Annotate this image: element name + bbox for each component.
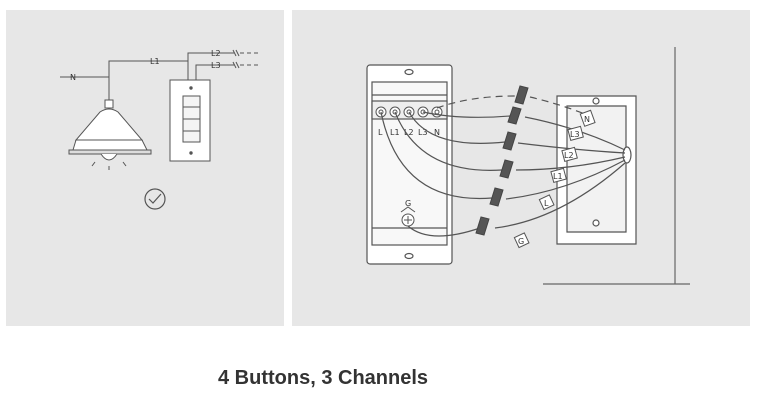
- smart-switch-device: [366, 64, 453, 265]
- wire-nut-6: [475, 216, 490, 236]
- box-wire-ground: [494, 162, 626, 229]
- switch-wire-l: [380, 111, 493, 200]
- wire-tag-n: [579, 109, 596, 127]
- line2-label: L2: [211, 49, 221, 58]
- terminal-label-l1: L1: [390, 128, 400, 137]
- wire-tags: [513, 109, 596, 249]
- wall-outline: [543, 47, 690, 285]
- wire-tag-label-l2: L2: [564, 151, 574, 160]
- wire-tag-label-l1: L1: [553, 172, 563, 181]
- box-wire-l: [505, 159, 626, 200]
- terminal-label-l: L: [378, 128, 383, 137]
- line1-label: L1: [150, 57, 160, 66]
- switch-wire-l1: [394, 111, 503, 171]
- box-wire-l1: [515, 156, 626, 171]
- wire-tag-l2: [561, 146, 578, 162]
- neutral-label: N: [70, 73, 76, 82]
- wire-tag-label-l: L: [544, 199, 549, 208]
- box-wires: [494, 96, 626, 229]
- wire-tag-label-n: N: [584, 115, 590, 124]
- wire-nuts: [475, 85, 529, 236]
- diagram-caption: 4 Buttons, 3 Channels: [217, 367, 429, 389]
- terminal-label-l3: L3: [418, 128, 428, 137]
- wire-tag-label-g: G: [518, 237, 524, 246]
- terminal-label-l2: L2: [404, 128, 414, 137]
- single-load-schematic: [60, 49, 258, 100]
- switch-wire-l3: [422, 111, 511, 118]
- line3-wire: [195, 64, 234, 80]
- switch-wires: [380, 95, 516, 237]
- wire-nut-2: [507, 106, 522, 125]
- check-mark-icon: [144, 188, 166, 210]
- box-neutral-dashed: [529, 96, 591, 117]
- ground-label: G: [405, 199, 411, 208]
- line2-wire: [187, 52, 234, 80]
- four-button-switch-icon: [169, 79, 211, 162]
- ground-screw: [400, 206, 416, 227]
- terminal-label-n: N: [434, 128, 440, 137]
- wire-tag-l1: [550, 167, 567, 183]
- line1-wire: [108, 60, 189, 80]
- ceiling-lamp-icon: [68, 99, 152, 170]
- wall-electrical-box: [556, 95, 637, 245]
- wire-nut-4: [499, 159, 514, 179]
- wire-tag-g: [513, 232, 530, 249]
- single-load-wiring-panel: [6, 10, 284, 326]
- wire-nut-3: [502, 131, 517, 151]
- neutral-wire-dashed: [436, 95, 516, 109]
- line3-label: L3: [211, 61, 221, 70]
- wire-break-symbols: [232, 49, 240, 69]
- switch-wire-ground: [407, 225, 481, 237]
- wire-nut-1: [514, 85, 529, 105]
- switch-wire-l2: [408, 111, 506, 144]
- wire-nut-5: [489, 187, 504, 207]
- wire-tag-l: [538, 194, 555, 211]
- wire-tag-label-l3: L3: [570, 130, 580, 139]
- wire-tag-l3: [567, 125, 584, 141]
